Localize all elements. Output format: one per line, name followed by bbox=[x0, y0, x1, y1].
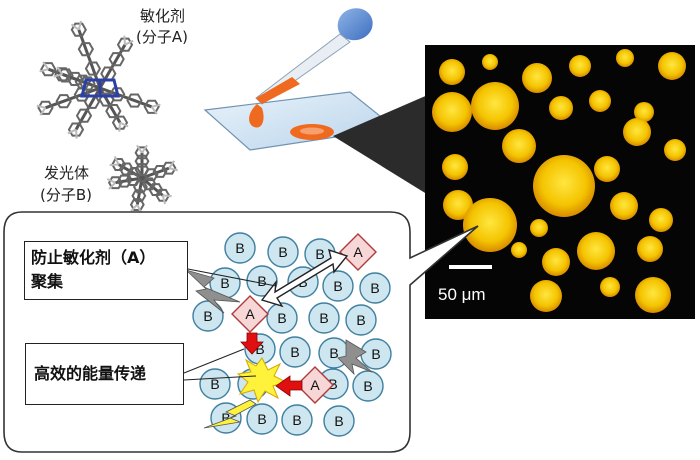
sensitizer-molecule-label: (分子A) bbox=[136, 28, 188, 47]
emitter-letter: B bbox=[329, 345, 338, 361]
emission-droplet bbox=[616, 49, 634, 67]
emitter-letter: B bbox=[203, 308, 212, 324]
energy-transfer-box: 高效的能量传递 bbox=[25, 343, 184, 405]
emission-droplet bbox=[658, 52, 686, 80]
emission-droplet bbox=[471, 82, 519, 130]
emitter-letter: B bbox=[333, 278, 342, 294]
emission-droplet bbox=[442, 154, 468, 180]
emission-droplet bbox=[610, 192, 638, 220]
emission-droplet bbox=[635, 277, 671, 313]
emission-droplet bbox=[502, 129, 536, 163]
emitter-letter: B bbox=[220, 275, 229, 291]
emitter-letter: B bbox=[370, 280, 379, 296]
emission-droplet bbox=[623, 118, 651, 146]
emitter-molecule-label: (分子B) bbox=[40, 186, 92, 205]
emission-droplet bbox=[432, 92, 472, 132]
emission-droplet bbox=[439, 59, 465, 85]
emitter-letter: B bbox=[319, 310, 328, 326]
emission-droplet bbox=[533, 155, 595, 217]
emitter-letter: B bbox=[363, 378, 372, 394]
emission-droplet bbox=[577, 232, 615, 270]
energy-transfer-label: 高效的能量传递 bbox=[34, 364, 146, 383]
fluorescence-micrograph bbox=[425, 45, 695, 319]
emission-droplet bbox=[600, 277, 620, 297]
emission-droplet bbox=[463, 198, 517, 252]
prevent-aggregation-line2: 聚集 bbox=[31, 270, 181, 294]
scale-bar bbox=[449, 265, 492, 269]
emitter-letter: B bbox=[371, 346, 380, 362]
emission-droplet bbox=[522, 63, 552, 93]
emission-droplet bbox=[511, 242, 527, 258]
emission-droplet bbox=[549, 96, 573, 120]
sensitizer-letter: A bbox=[245, 306, 255, 322]
prevent-aggregation-line1: 防止敏化剂（A） bbox=[31, 246, 181, 270]
emitter-letter: B bbox=[277, 310, 286, 326]
emission-droplet bbox=[542, 248, 570, 276]
emitter-letter: B bbox=[257, 273, 266, 289]
emitter-label: 发光体 bbox=[44, 164, 89, 183]
emission-droplet bbox=[664, 139, 686, 161]
emitter-letter: B bbox=[292, 412, 301, 428]
emitter-molecule-model bbox=[107, 145, 178, 212]
emission-droplet bbox=[530, 219, 548, 237]
emitter-letter: B bbox=[315, 246, 324, 262]
sensitizer-label: 敏化剂 bbox=[140, 7, 185, 26]
sensitizer-letter: A bbox=[310, 377, 320, 393]
emission-droplet bbox=[637, 236, 663, 262]
emitter-letter: B bbox=[334, 413, 343, 429]
emission-droplet bbox=[569, 55, 591, 77]
sensitizer-letter: A bbox=[353, 244, 363, 260]
emission-droplet bbox=[589, 90, 611, 112]
emission-droplet bbox=[482, 54, 498, 70]
emission-droplet bbox=[649, 208, 673, 232]
emitter-letter: B bbox=[290, 344, 299, 360]
prevent-aggregation-box: 防止敏化剂（A） 聚集 bbox=[24, 241, 188, 300]
emitter-letter: B bbox=[235, 240, 244, 256]
scale-bar-label: 50 μm bbox=[438, 285, 486, 305]
emitter-letter: B bbox=[356, 312, 365, 328]
emission-droplet bbox=[530, 280, 562, 312]
emitter-letter: B bbox=[257, 411, 266, 427]
emitter-letter: B bbox=[278, 244, 287, 260]
emission-droplet bbox=[594, 156, 620, 182]
